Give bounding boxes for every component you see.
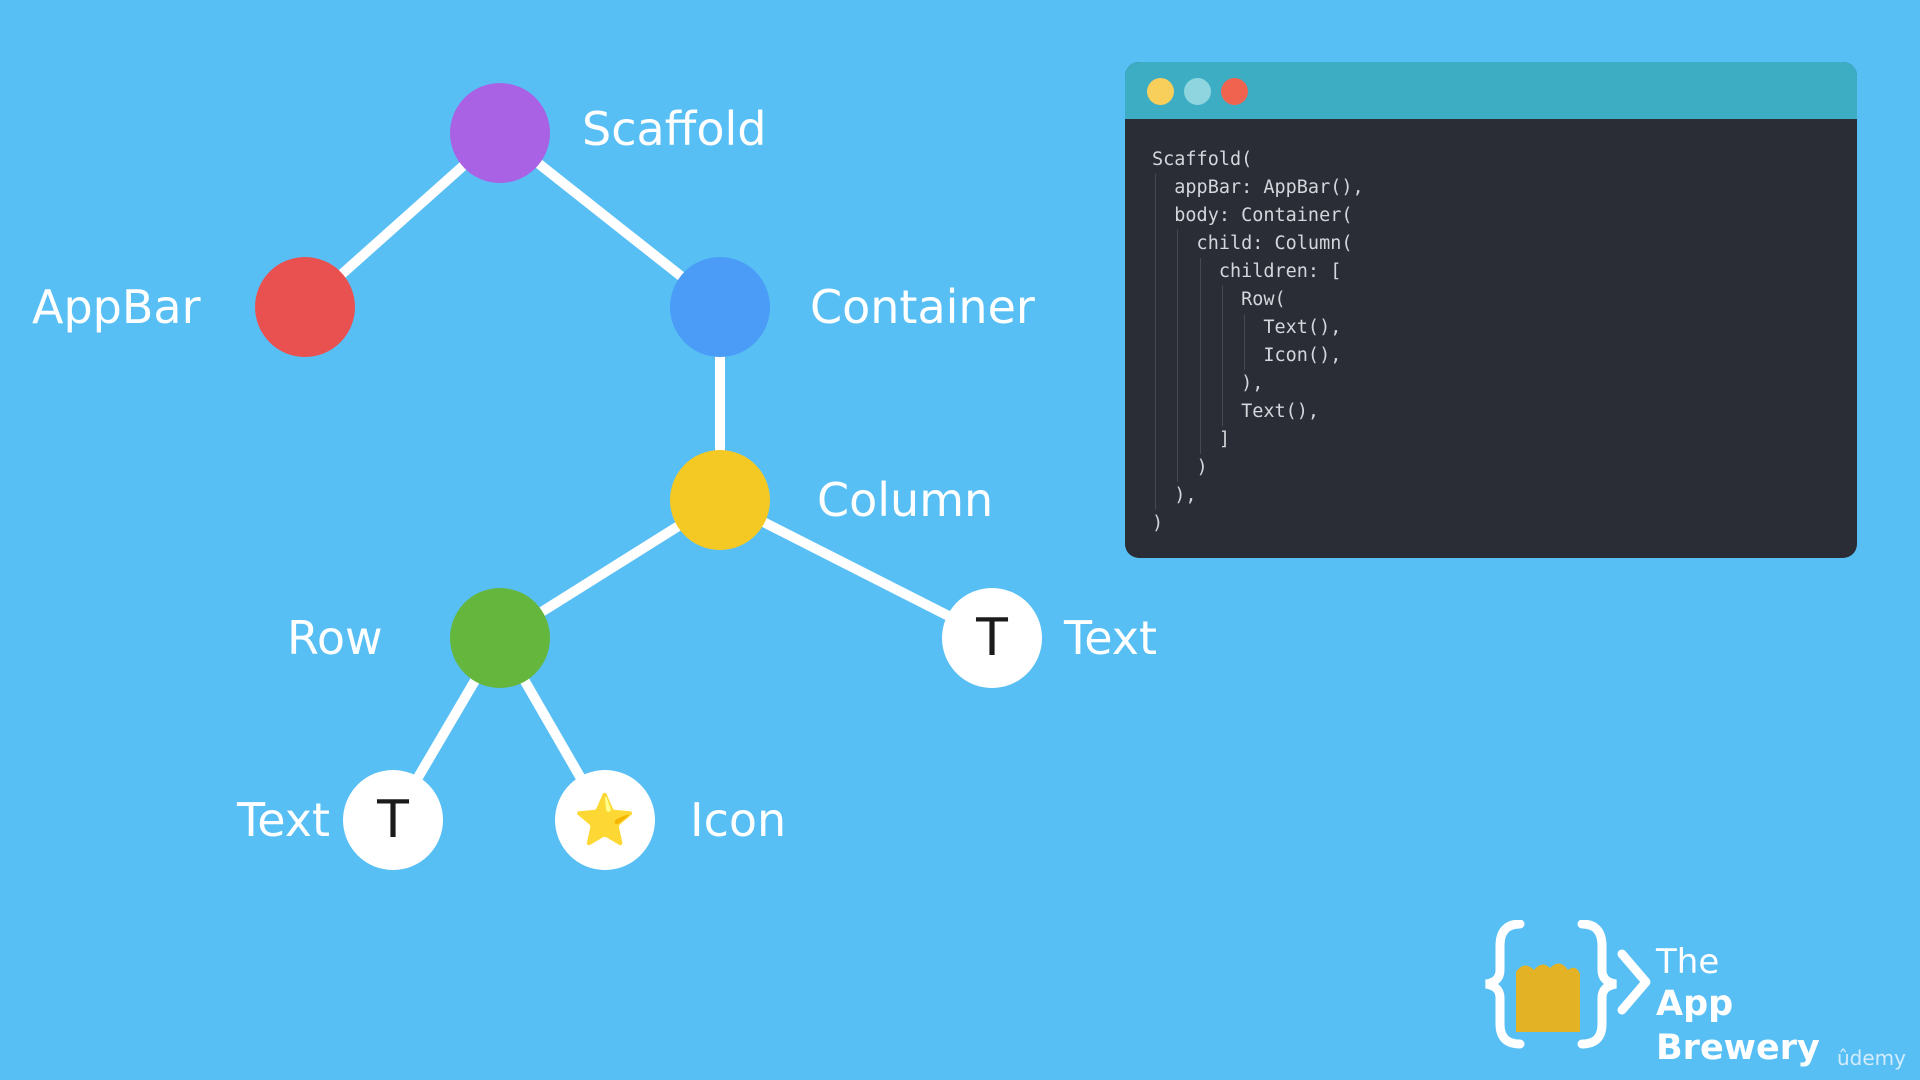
edge-column-text-right: [717, 495, 995, 643]
node-circle-column: [670, 450, 770, 550]
node-circle-appbar: [255, 257, 355, 357]
code-editor-window: Scaffold( appBar: AppBar(), body: Contai…: [1125, 62, 1857, 558]
code-line: ): [1152, 513, 1164, 534]
code-line: Scaffold(: [1152, 149, 1253, 170]
brand-line-the: The: [1656, 942, 1720, 982]
indent-guide: [1221, 286, 1223, 426]
node-column: Column: [670, 450, 993, 550]
node-label-row: Row: [287, 611, 383, 665]
brand-line-app-brewery: App Brewery: [1656, 984, 1820, 1068]
indent-guide: [1244, 314, 1246, 370]
code-line: Text(),: [1152, 401, 1320, 422]
indent-guide: [1155, 174, 1156, 510]
node-label-text-right: Text: [1063, 611, 1157, 665]
node-label-container: Container: [810, 280, 1035, 334]
node-container: Container: [670, 257, 1035, 357]
text-glyph-icon: T: [975, 608, 1008, 668]
node-label-column: Column: [817, 473, 993, 527]
code-line: Icon(),: [1152, 345, 1342, 366]
node-label-text-left: Text: [236, 793, 330, 847]
app-brewery-logo: The App Brewery: [1478, 920, 1898, 1068]
node-appbar: AppBar: [32, 257, 355, 357]
node-circle-text-left: [343, 770, 443, 870]
node-row: Row: [287, 588, 550, 688]
node-circle-scaffold: [450, 83, 550, 183]
node-label-icon: Icon: [690, 793, 786, 847]
code-line: ),: [1152, 373, 1264, 394]
code-line: appBar: AppBar(),: [1152, 177, 1364, 198]
node-circle-container: [670, 257, 770, 357]
code-line: child: Column(: [1152, 233, 1353, 254]
node-text-right: T Text: [942, 588, 1157, 688]
code-block: Scaffold( appBar: AppBar(), body: Contai…: [1152, 146, 1364, 538]
minimize-dot[interactable]: [1147, 78, 1174, 105]
node-label-scaffold: Scaffold: [582, 102, 767, 156]
maximize-dot[interactable]: [1184, 78, 1211, 105]
node-circle-icon: [555, 770, 655, 870]
close-dot[interactable]: [1221, 78, 1248, 105]
node-circle-text-right: [942, 588, 1042, 688]
code-line: Text(),: [1152, 317, 1342, 338]
node-icon: ⭐ Icon: [555, 770, 786, 870]
node-label-appbar: AppBar: [32, 280, 201, 334]
udemy-watermark: ûdemy: [1837, 1046, 1906, 1070]
node-scaffold: Scaffold: [450, 83, 767, 183]
indent-guide: [1177, 230, 1179, 482]
text-glyph-icon: T: [376, 790, 409, 850]
node-circle-row: [450, 588, 550, 688]
code-line: children: [: [1152, 261, 1342, 282]
brand-name: The App Brewery: [1656, 942, 1898, 1070]
code-line: ),: [1152, 485, 1197, 506]
node-text-left: T Text: [236, 770, 443, 870]
window-title-bar: [1125, 62, 1857, 119]
code-line: ): [1152, 457, 1208, 478]
star-icon: ⭐: [574, 791, 636, 849]
code-line: body: Container(: [1152, 205, 1353, 226]
brewery-mug-icon: [1485, 920, 1651, 1049]
indent-guide: [1199, 258, 1201, 454]
code-line: Row(: [1152, 289, 1286, 310]
code-line: ]: [1152, 429, 1230, 450]
